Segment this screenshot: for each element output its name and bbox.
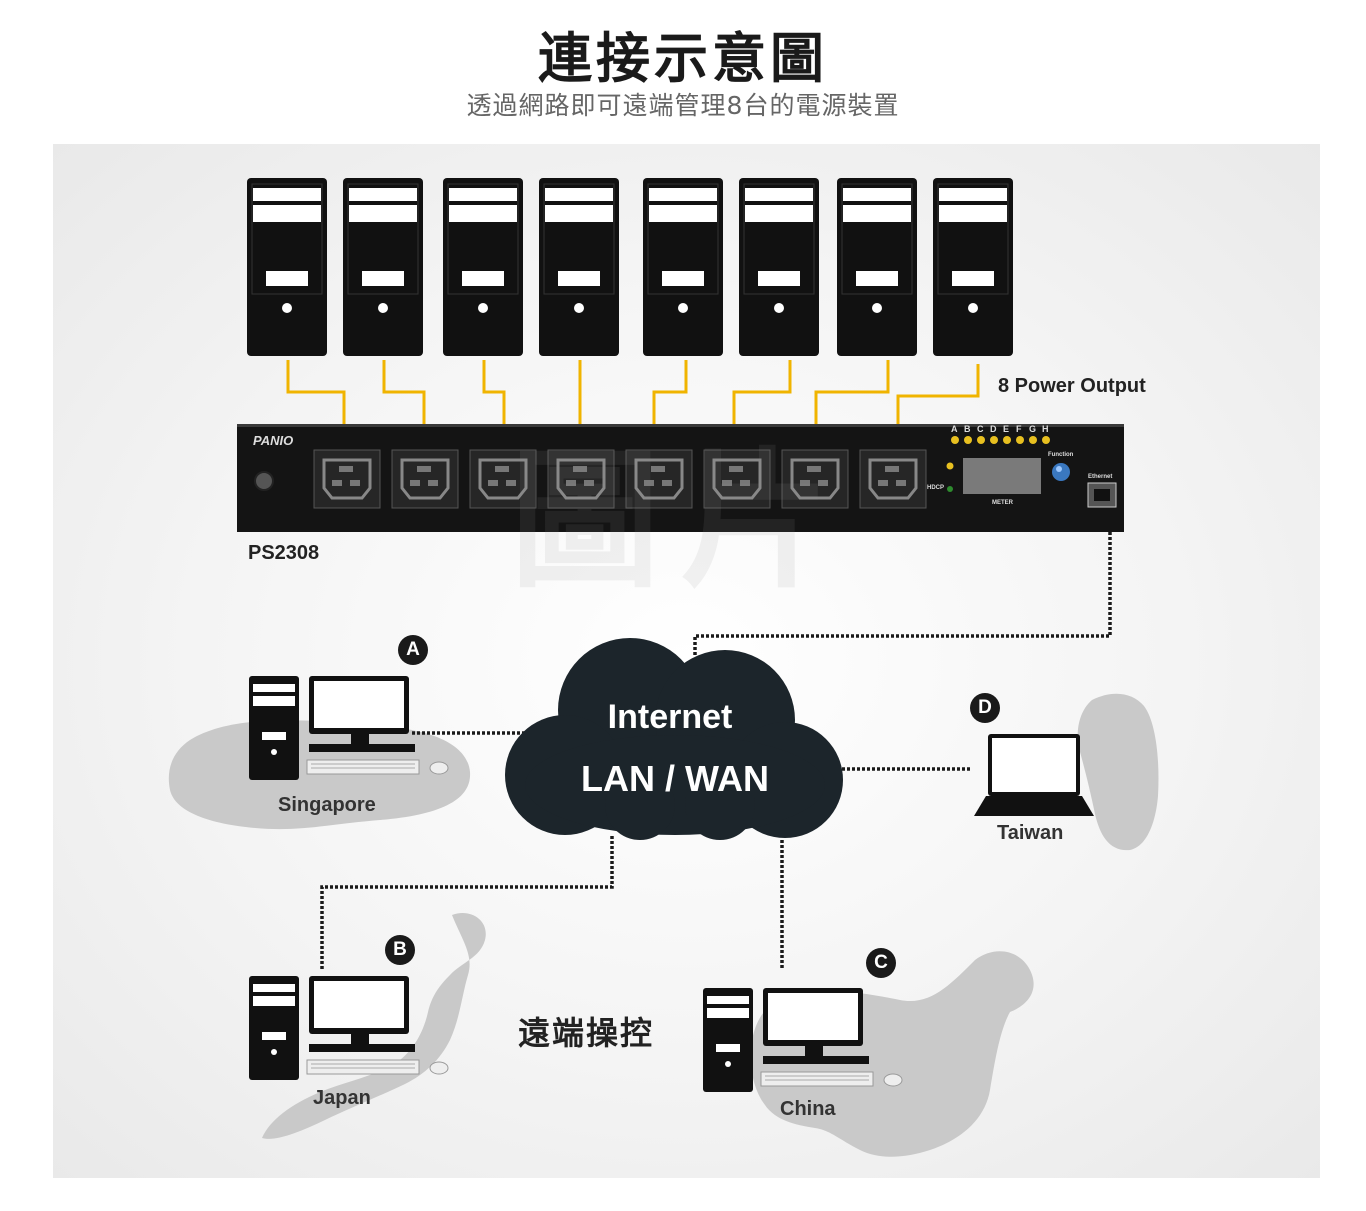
- marker-b-letter: B: [393, 939, 407, 960]
- led-letter-d: D: [990, 424, 997, 434]
- marker-d-letter: D: [978, 697, 992, 718]
- taiwan-laptop: [974, 734, 1094, 816]
- pdu-device: [237, 424, 1124, 532]
- page-subtitle: 透過網路即可遠端管理8台的電源裝置: [466, 91, 900, 120]
- pdu-brand: PANIO: [253, 433, 294, 448]
- led-letter-a: A: [951, 424, 958, 434]
- marker-c-icon: [866, 948, 896, 978]
- china-map: [750, 951, 1034, 1157]
- led-letter-e: E: [1003, 424, 1010, 434]
- led-letter-b: B: [964, 424, 971, 434]
- marker-a-letter: A: [406, 639, 420, 660]
- japan-map: [262, 912, 486, 1139]
- marker-b-icon: [385, 935, 415, 965]
- watermark: 圖片: [510, 437, 851, 605]
- power-output-label: 8 Power Output: [998, 375, 1146, 397]
- pdu-model: PS2308: [248, 542, 320, 564]
- location-japan: Japan: [313, 1087, 371, 1109]
- server-3: [442, 177, 524, 357]
- led-letters: A B C D E F G H: [951, 424, 1055, 436]
- power-cables: [286, 360, 980, 424]
- server-6: [738, 177, 820, 357]
- hdcp-label: HDCP: [927, 485, 945, 491]
- server-8: [932, 177, 1014, 357]
- server-7: [836, 177, 918, 357]
- led-letter-f: F: [1016, 424, 1022, 434]
- led-letter-h: H: [1042, 424, 1049, 434]
- location-china: China: [780, 1098, 836, 1120]
- server-5: [642, 177, 724, 357]
- page-title: 連接示意圖: [538, 27, 828, 90]
- led-letter-g: G: [1029, 424, 1037, 434]
- singapore-computer: [248, 675, 449, 781]
- remote-control-label: 遠端操控: [518, 1014, 655, 1052]
- marker-d-icon: [970, 693, 1000, 723]
- server-4: [538, 177, 620, 357]
- server-2: [342, 177, 424, 357]
- led-letter-c: C: [977, 424, 984, 434]
- location-taiwan: Taiwan: [997, 822, 1064, 844]
- cloud-lan-wan-label: LAN / WAN: [581, 758, 769, 799]
- ethernet-label: Ethernet: [1088, 474, 1113, 480]
- taiwan-map: [1077, 693, 1159, 851]
- cloud-internet-label: Internet: [607, 698, 733, 736]
- location-singapore: Singapore: [278, 794, 376, 816]
- meter-label: METER: [992, 500, 1013, 506]
- marker-c-letter: C: [874, 952, 888, 973]
- japan-computer: [248, 975, 449, 1081]
- network-lines: [320, 532, 1112, 970]
- function-label: Function: [1048, 452, 1074, 458]
- marker-a-icon: [398, 635, 428, 665]
- server-1: [246, 177, 328, 357]
- internet-cloud: [505, 638, 843, 840]
- outlet-leds: [951, 436, 1050, 444]
